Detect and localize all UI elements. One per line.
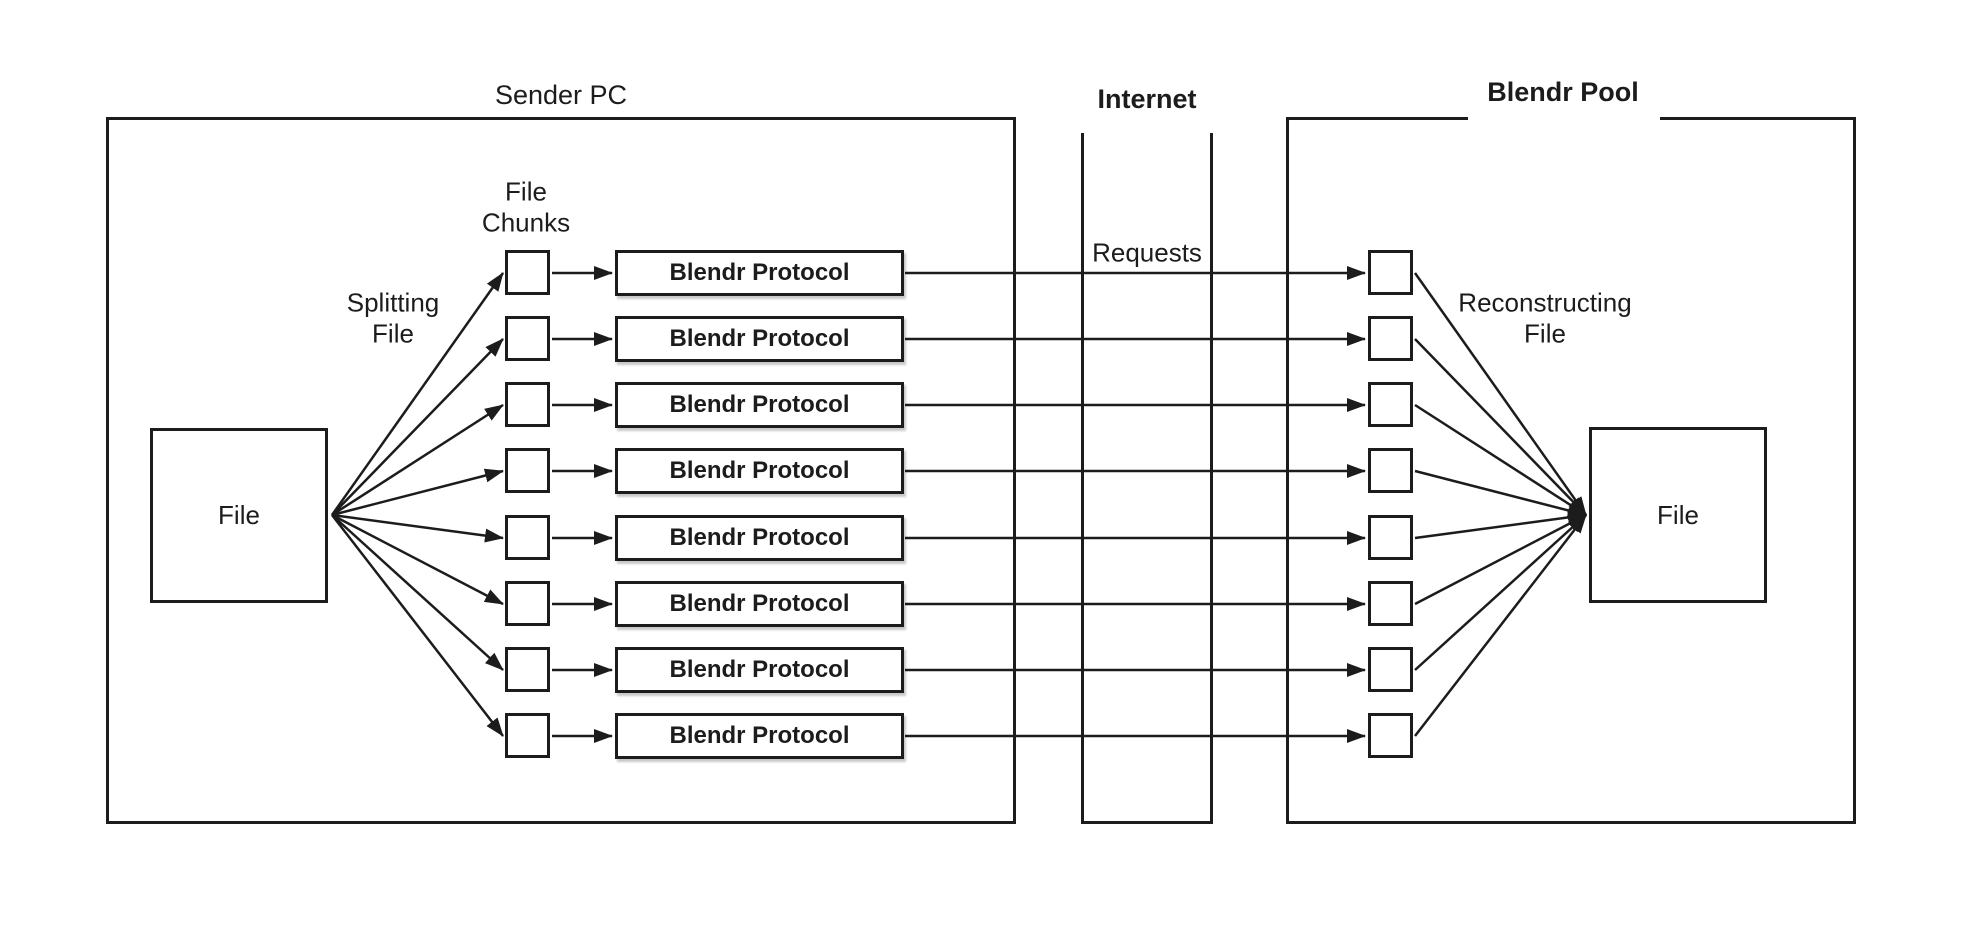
source-file-box: File [150,428,328,603]
blendr-protocol-label: Blendr Protocol [669,457,850,484]
received-chunk-square [1368,515,1413,560]
file-chunk-square [505,515,550,560]
file-chunk-square [505,316,550,361]
blendr-protocol-box: Blendr Protocol [615,448,904,494]
blendr-protocol-label: Blendr Protocol [669,391,850,418]
blendr-protocol-label: Blendr Protocol [669,524,850,551]
blendr-protocol-label: Blendr Protocol [669,259,850,286]
pool-title-border-gap [1468,112,1660,125]
splitting-file-label: Splitting File [346,287,440,348]
received-chunk-square [1368,581,1413,626]
blendr-protocol-box: Blendr Protocol [615,316,904,362]
received-chunk-square [1368,647,1413,692]
reconstructed-file-label: File [1657,499,1699,530]
file-chunk-square [505,250,550,295]
internet-corridor [1081,133,1213,824]
internet-title: Internet [1097,84,1197,115]
sender-pc-title: Sender PC [494,80,628,111]
source-file-label: File [218,500,260,530]
blendr-protocol-box: Blendr Protocol [615,515,904,561]
file-chunk-square [505,713,550,758]
requests-label: Requests [1092,237,1202,268]
received-chunk-square [1368,250,1413,295]
blendr-protocol-label: Blendr Protocol [669,590,850,617]
received-chunk-square [1368,316,1413,361]
blendr-protocol-box: Blendr Protocol [615,581,904,627]
file-chunks-label: File Chunks [481,176,571,237]
file-chunk-square [505,647,550,692]
blendr-protocol-label: Blendr Protocol [669,656,850,683]
received-chunk-square [1368,713,1413,758]
blendr-protocol-box: Blendr Protocol [615,713,904,759]
reconstructing-file-label: Reconstructing File [1458,287,1632,348]
blendr-protocol-label: Blendr Protocol [669,325,850,352]
blendr-protocol-label: Blendr Protocol [669,722,850,749]
received-chunk-square [1368,382,1413,427]
received-chunk-square [1368,448,1413,493]
file-chunk-square [505,382,550,427]
blendr-protocol-box: Blendr Protocol [615,382,904,428]
file-chunk-square [505,448,550,493]
reconstructed-file-box: File [1589,427,1767,603]
blendr-protocol-box: Blendr Protocol [615,250,904,296]
blendr-pool-title: Blendr Pool [1487,77,1639,108]
blendr-protocol-box: Blendr Protocol [615,647,904,693]
file-chunk-square [505,581,550,626]
